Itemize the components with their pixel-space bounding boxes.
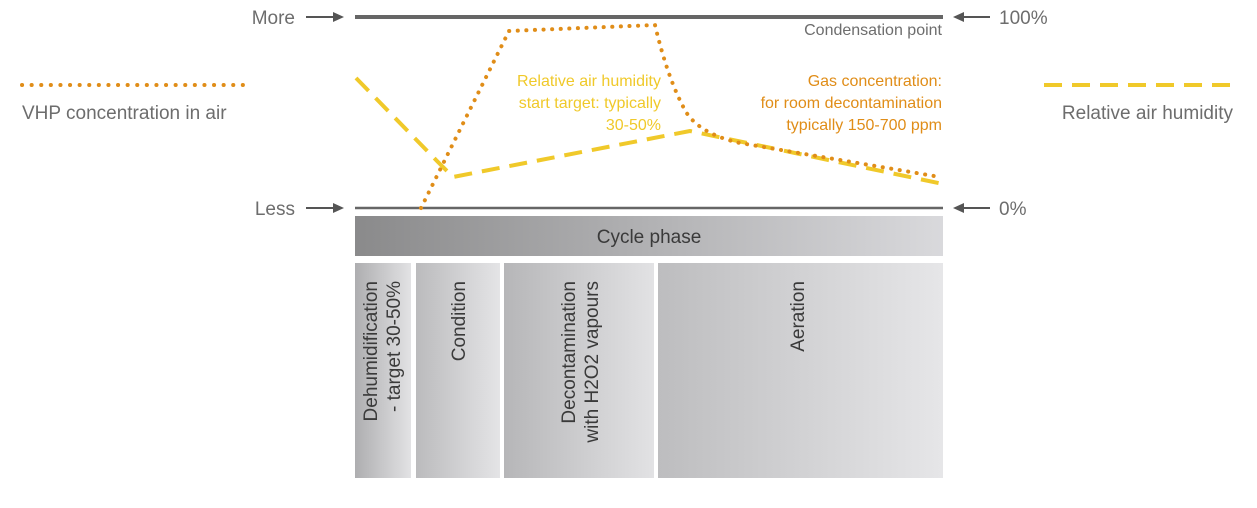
phase-label-aeration: Aeration [788,281,809,352]
cycle-phase-title: Cycle phase [597,227,702,248]
svg-text:for room decontamination: for room decontamination [761,95,942,112]
condensation-point-label: Condensation point [804,22,942,39]
phase-label-condition: Condition [449,281,470,361]
more-arrow-icon [306,12,344,22]
svg-text:Condition: Condition [449,281,470,361]
min-arrow-icon [953,203,990,213]
svg-text:30-50%: 30-50% [606,117,661,134]
svg-text:start target: typically: start target: typically [519,95,661,112]
phase-label-decontamination: Decontamination with H2O2 vapours [559,281,603,444]
phase-box-dehumidification [355,263,411,478]
max-arrow-icon [953,12,990,22]
more-label: More [252,8,295,29]
min-percent-label: 0% [999,199,1027,220]
cycle-phase-header [355,216,943,256]
vhp-legend-label: VHP concentration in air [22,103,227,124]
svg-text:- target 30-50%: - target 30-50% [384,281,405,412]
phase-box-aeration [658,263,943,478]
phase-label-dehumidification: Dehumidification - target 30-50% [361,281,405,422]
less-arrow-icon [306,203,344,213]
svg-text:Relative air humidity: Relative air humidity [517,73,661,90]
phase-box-decontamination [504,263,654,478]
humidity-target-annotation: Relative air humidity start target: typi… [517,73,661,134]
max-percent-label: 100% [999,8,1048,29]
phase-box-condition [416,263,500,478]
svg-text:Aeration: Aeration [788,281,809,352]
svg-text:Dehumidification: Dehumidification [361,281,382,421]
less-label: Less [255,199,295,220]
gas-concentration-annotation: Gas concentration: for room decontaminat… [761,73,942,134]
humidity-legend-label: Relative air humidity [1062,103,1234,124]
svg-text:typically 150-700 ppm: typically 150-700 ppm [786,117,942,134]
svg-text:Gas concentration:: Gas concentration: [808,73,942,90]
vhp-concentration-curve [419,23,942,210]
svg-text:with H2O2 vapours: with H2O2 vapours [582,281,603,444]
svg-text:Decontamination: Decontamination [559,281,580,424]
